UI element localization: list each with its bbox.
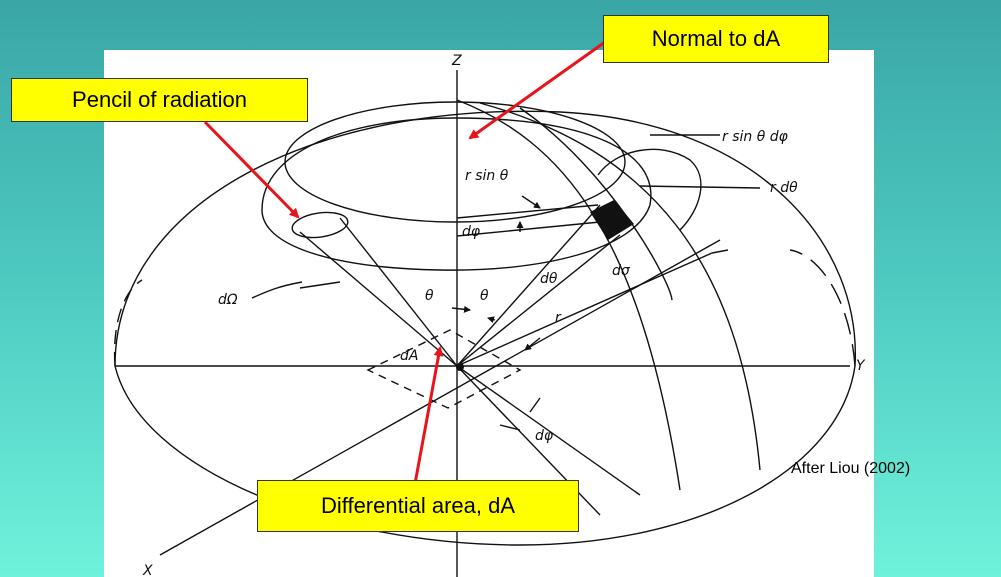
cone-ring: [261, 117, 652, 271]
d-phi-lower-label: dφ: [535, 428, 554, 444]
r-label: r: [555, 310, 562, 326]
pencil-of-radiation-callout: Pencil of radiation: [11, 78, 308, 122]
differential-arrow: [410, 346, 444, 501]
differential-area-callout: Differential area, dA: [257, 480, 579, 532]
hemisphere-base-right: [789, 249, 856, 367]
r-dtheta-label: r dθ: [770, 180, 798, 196]
z-axis-label: Z: [451, 53, 462, 69]
hemisphere-base-dashed-left: [113, 279, 143, 367]
hemisphere-front-rim: [114, 365, 856, 546]
r-sin-theta-label: r sin θ: [465, 168, 509, 184]
r-sin-theta-dphi-label: r sin θ dφ: [722, 129, 789, 145]
normal-arrow: [468, 40, 606, 140]
y-axis-label: Y: [856, 358, 866, 374]
d-sigma-label: dσ: [612, 263, 631, 279]
pencil-arrow: [203, 120, 300, 219]
cone-top-ellipse: [284, 101, 626, 223]
normal-to-da-callout: Normal to dA: [603, 15, 829, 63]
x-axis-label: X: [142, 563, 153, 577]
d-theta-label: dθ: [540, 271, 558, 287]
hemisphere-outline: [114, 110, 856, 367]
citation-credit: After Liou (2002): [791, 460, 911, 477]
d-a-label: dA: [400, 348, 418, 364]
solid-angle-patch: [590, 200, 634, 240]
pencil-ellipse: [291, 211, 349, 239]
origin-point: [456, 363, 464, 371]
theta-right-label: θ: [480, 288, 489, 304]
d-omega-label: dΩ: [218, 292, 238, 308]
differential-area-square: [366, 329, 522, 409]
x-axis-line: [159, 239, 721, 556]
d-phi-upper-label: dφ: [462, 224, 481, 240]
theta-left-label: θ: [425, 288, 434, 304]
